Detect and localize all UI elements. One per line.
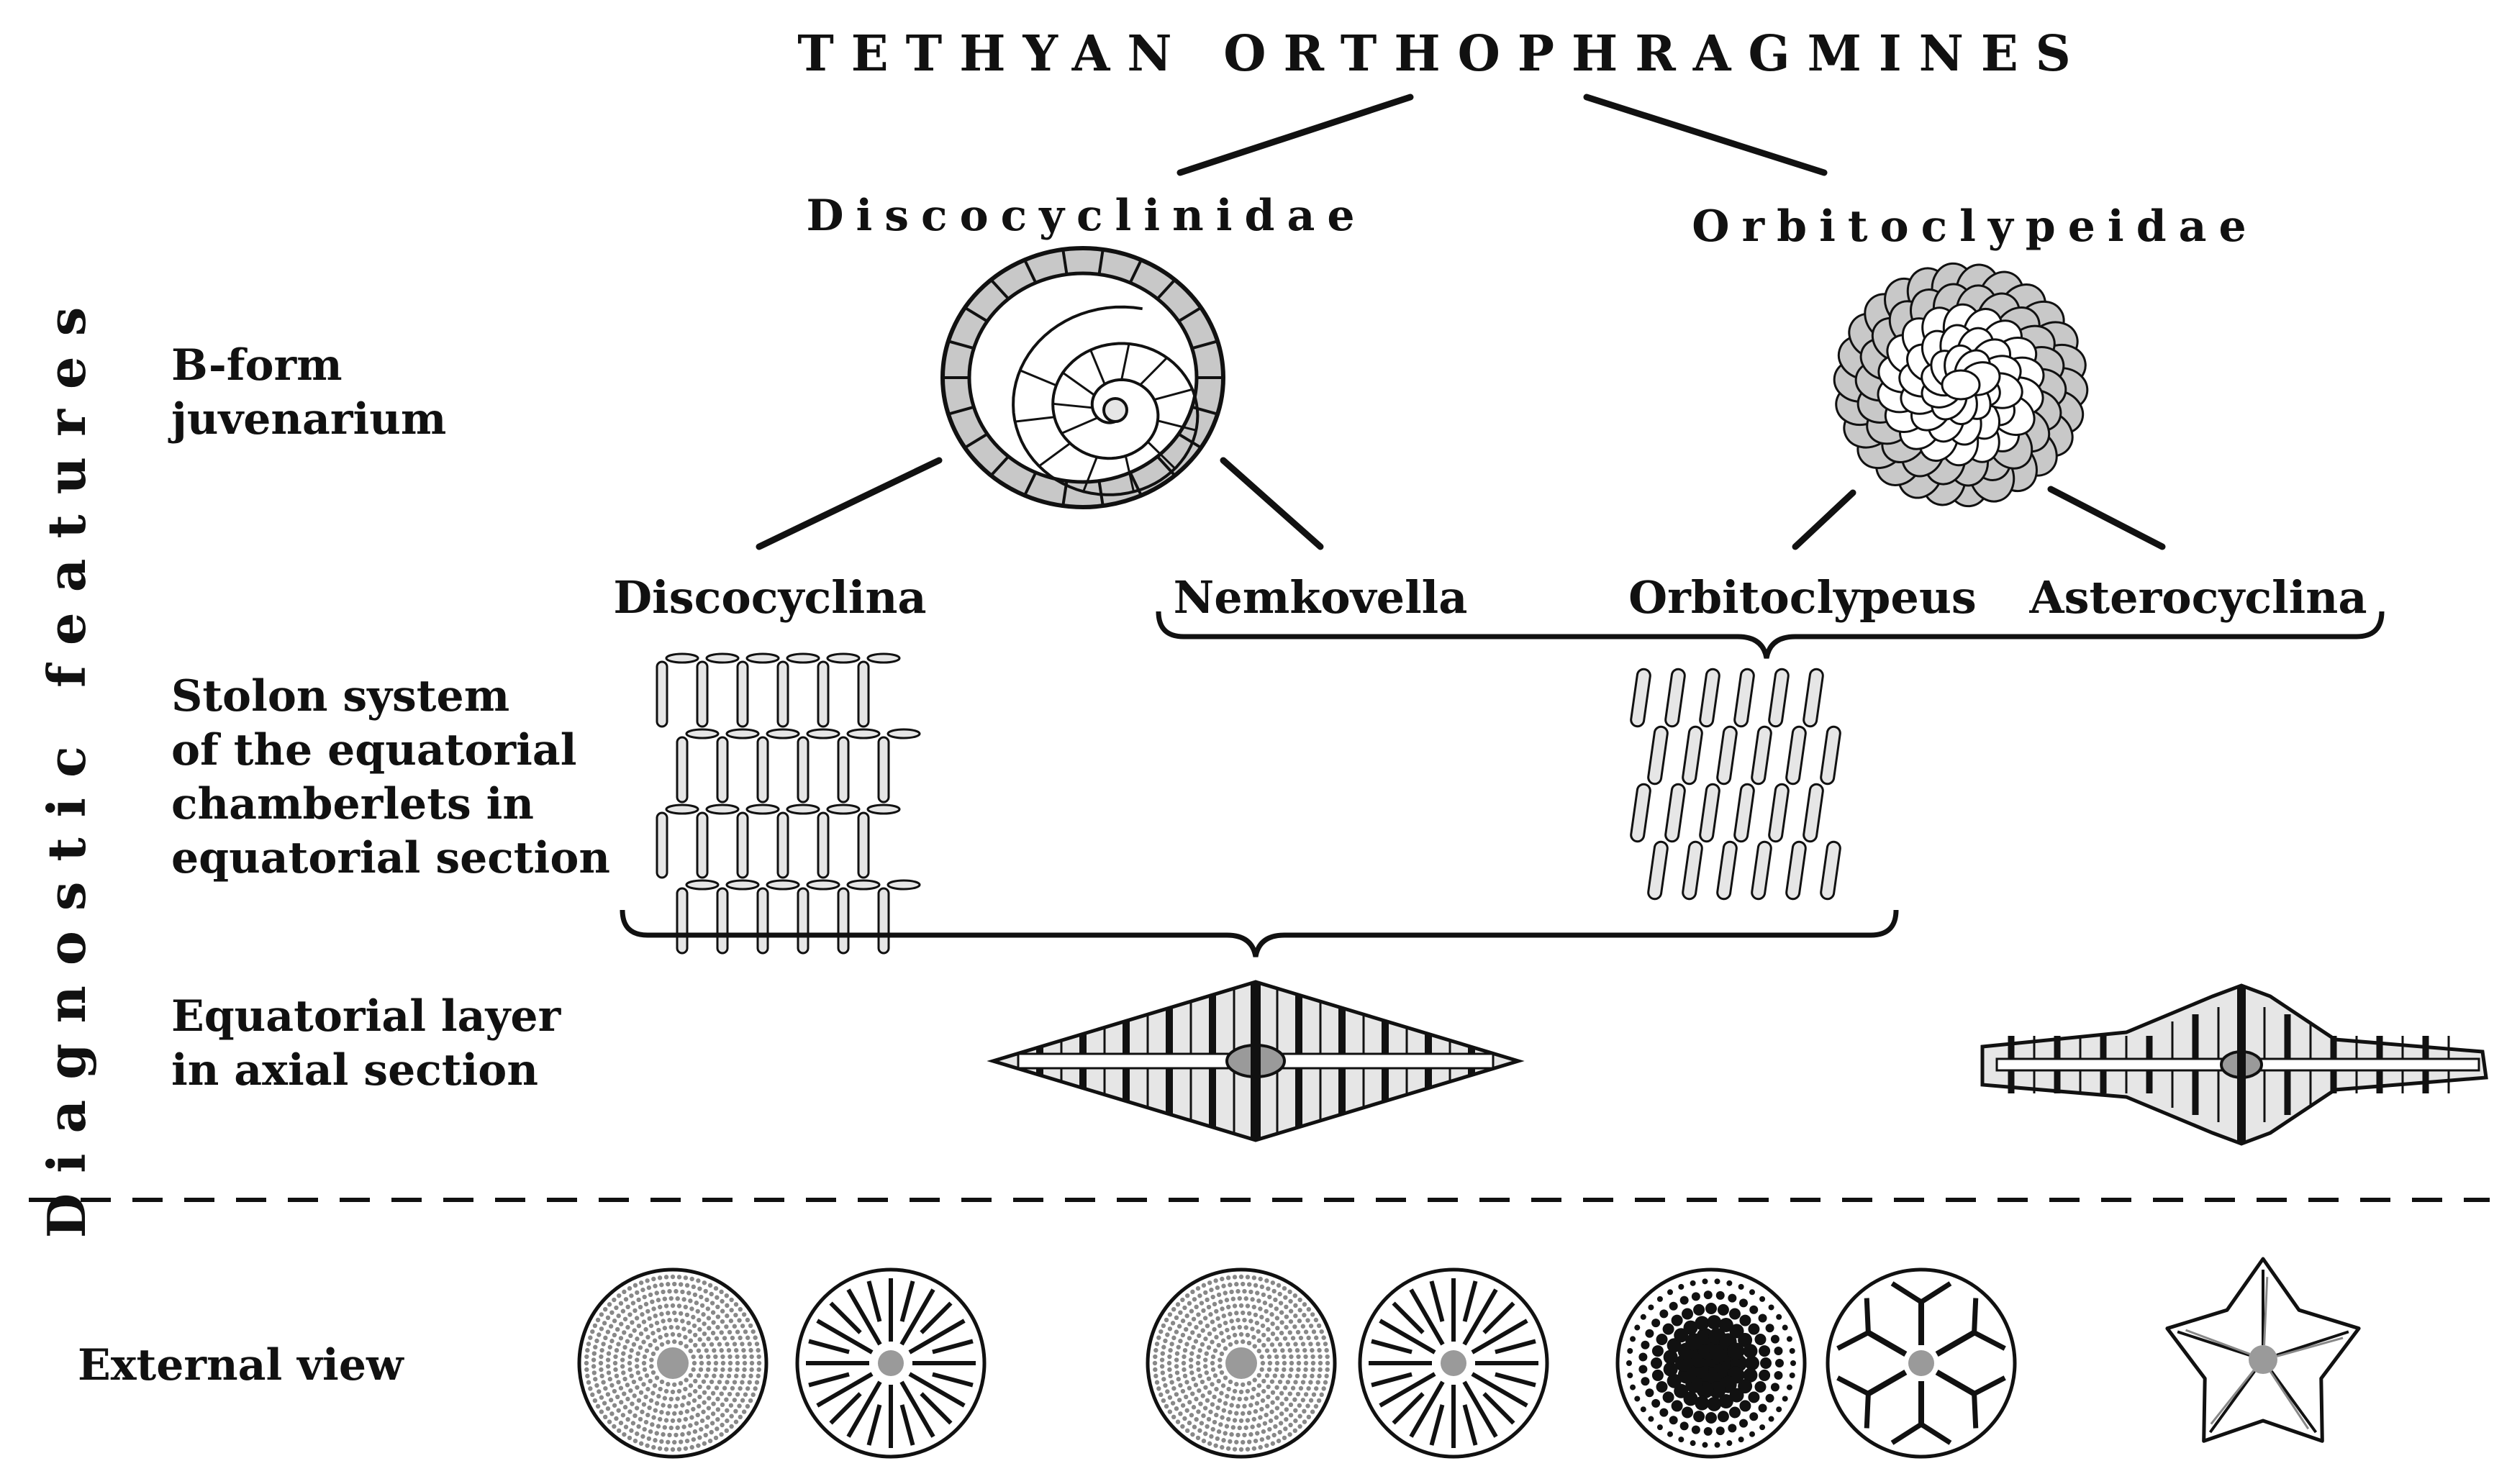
star-shaped-test-icon — [2165, 1257, 2361, 1443]
genus-label-asterocyclina: Asterocyclina — [2029, 571, 2367, 624]
discocyclinid-juvenarium-icon — [940, 246, 1225, 509]
row-label-stolon-line-1: Stolon system — [171, 671, 509, 721]
dotted-test-icon — [1146, 1267, 1337, 1459]
genus-label-nemkovella: Nemkovella — [1174, 571, 1468, 624]
row-label-equatorial-line-1: Equatorial layer — [171, 991, 562, 1042]
row-label-stolon-line-4: equatorial section — [171, 833, 610, 883]
radial-ribbed-test-icon — [795, 1267, 987, 1459]
family-label-discocyclinidae: Discocyclinidae — [806, 191, 1366, 241]
row-label-equatorial-line-2: in axial section — [171, 1045, 538, 1096]
diagram-title: TETHYAN ORTHOPHRAGMINES — [797, 25, 2088, 83]
lenticular-axial-section-icon — [987, 980, 1525, 1142]
row-label-juvenarium-line-1: B-form — [171, 340, 343, 391]
brace-nemkovella-to-asterocyclina — [1156, 611, 2385, 659]
branch-line-discocyclina — [756, 457, 943, 550]
stellate-axial-section-icon — [1980, 983, 2488, 1146]
annular-stolon-icon — [656, 652, 921, 955]
vertical-label-diagnostic-features: Diagnostic features — [36, 287, 97, 1239]
diagonal-stolon-icon — [1630, 668, 1841, 901]
genus-label-discocyclina: Discocyclina — [613, 571, 926, 624]
branch-line-nemkovella — [1220, 457, 1324, 550]
brace-discocyclina-to-orbitoclypeus — [620, 909, 1899, 957]
pustulate-test-icon — [1615, 1267, 1807, 1459]
branch-line-title-left — [1176, 94, 1414, 176]
branch-line-orbitoclypeus — [1792, 489, 1856, 550]
branch-line-title-right — [1583, 94, 1828, 176]
row-label-external-view: External view — [78, 1340, 404, 1390]
family-label-orbitoclypeidae: Orbitoclypeidae — [1692, 201, 2258, 252]
row-label-stolon-line-2: of the equatorial — [171, 725, 577, 775]
dotted-test-icon — [577, 1267, 768, 1459]
row-label-stolon-line-3: chamberlets in — [171, 779, 534, 829]
genus-label-orbitoclypeus: Orbitoclypeus — [1628, 571, 1977, 624]
radial-ribbed-test-icon — [1358, 1267, 1549, 1459]
branched-rib-test-icon — [1826, 1267, 2017, 1459]
branch-line-asterocyclina — [2047, 486, 2166, 550]
orbitoclypeid-juvenarium-icon — [1833, 262, 2089, 508]
row-label-juvenarium-line-2: juvenarium — [168, 394, 446, 445]
